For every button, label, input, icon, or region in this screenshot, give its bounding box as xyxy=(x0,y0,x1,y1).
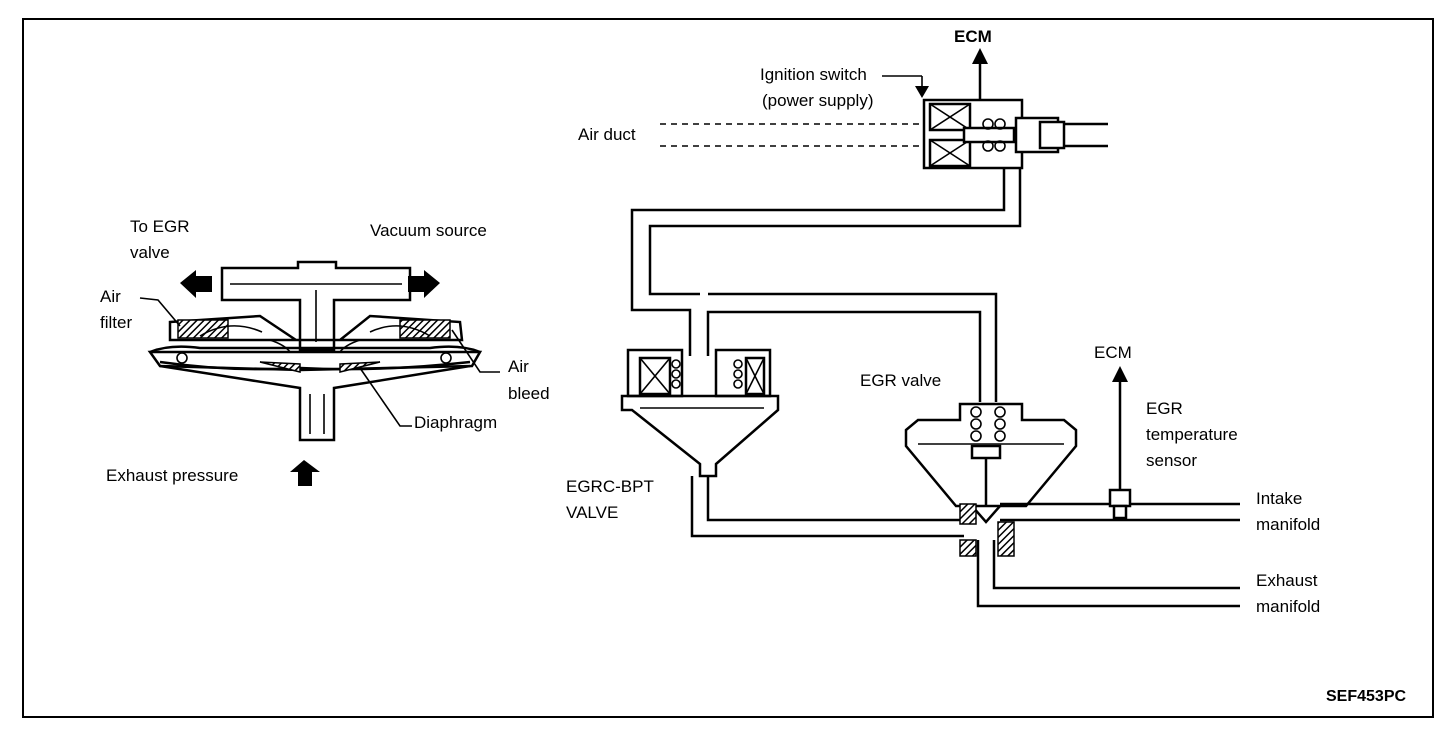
diagram-frame xyxy=(22,18,1434,718)
exhaust-manifold-label-2: manifold xyxy=(1256,597,1321,616)
egrc-bpt-label-1: EGRC-BPT xyxy=(566,477,654,496)
egr-temp-label-3: sensor xyxy=(1146,451,1198,470)
egrc-bpt-label-2: VALVE xyxy=(566,503,619,522)
ecm-top-label: ECM xyxy=(954,27,992,46)
exhaust-pressure-label: Exhaust pressure xyxy=(106,466,239,485)
vacuum-source-label: Vacuum source xyxy=(370,221,487,240)
intake-manifold-label-2: manifold xyxy=(1256,515,1321,534)
egr-temp-label-1: EGR xyxy=(1146,399,1183,418)
power-supply-label: (power supply) xyxy=(762,91,874,110)
air-filter-label-2: filter xyxy=(100,313,133,332)
egr-temp-label-2: temperature xyxy=(1146,425,1238,444)
egr-valve-label: EGR valve xyxy=(860,371,942,390)
ecm-right-label: ECM xyxy=(1094,343,1132,362)
air-bleed-label-2: bleed xyxy=(508,384,550,403)
ignition-switch-label: Ignition switch xyxy=(760,65,867,84)
exhaust-manifold-label-1: Exhaust xyxy=(1256,571,1318,590)
figure-code-label: SEF453PC xyxy=(1326,688,1407,705)
intake-manifold-label-1: Intake xyxy=(1256,489,1303,508)
egr-system-layout xyxy=(620,48,1240,608)
to-egr-valve-label-2: valve xyxy=(130,243,170,262)
air-bleed-label-1: Air xyxy=(508,357,529,376)
diaphragm-label: Diaphragm xyxy=(414,413,498,432)
air-filter-label-1: Air xyxy=(100,287,121,306)
to-egr-valve-label-1: To EGR xyxy=(130,217,190,236)
air-duct-label: Air duct xyxy=(578,125,636,144)
bpt-valve-cutaway xyxy=(139,260,500,486)
